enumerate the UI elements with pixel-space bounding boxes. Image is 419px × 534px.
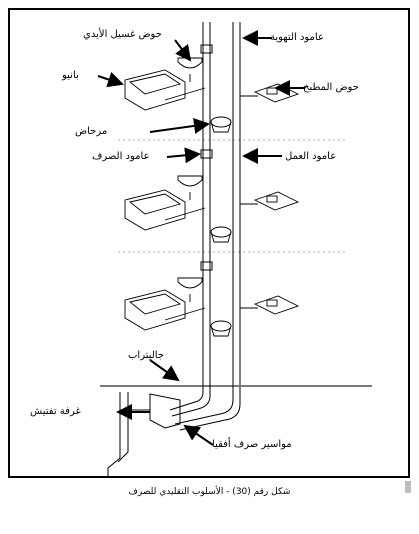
handwash-floor-1	[177, 57, 203, 82]
toilet-floor-1	[210, 116, 232, 133]
handwash-floor-3	[177, 277, 203, 302]
label-handwash-basin: حوض غسيل الأيدي	[83, 29, 162, 40]
ground-drainage	[100, 372, 372, 478]
figure-caption: شكل رقم (30) - الأسلوب التقليدي للصرف	[128, 487, 291, 497]
gully-trap-box	[149, 393, 181, 429]
kitchen-sink-floor-1	[240, 83, 300, 103]
label-drain-stack: عامود الصرف	[92, 151, 150, 162]
label-soil-stack: عامود العمل	[285, 151, 337, 162]
kitchen-sink-floor-3	[240, 295, 300, 315]
label-gully-trap: جاليتراب	[128, 350, 165, 361]
bathtub-floor-2	[124, 189, 206, 231]
page-corner-mark	[405, 481, 411, 493]
bathtub-floor-1	[124, 69, 206, 111]
inspection-chamber-pipe	[107, 392, 121, 478]
label-inspection-chamber: غرفة تفتيش	[30, 406, 81, 417]
bathtub-floor-3	[124, 289, 206, 331]
toilet-floor-2	[210, 226, 232, 243]
vertical-stacks	[200, 22, 241, 388]
kitchen-sink-floor-2	[240, 191, 300, 211]
label-underground-pipes: مواسير صرف أفقيا	[212, 439, 292, 450]
handwash-floor-2	[177, 175, 203, 200]
label-arrows	[97, 30, 305, 446]
label-kitchen-sink: حوض المطبخ	[303, 82, 359, 93]
label-vent-stack: عامود التهوية	[270, 32, 324, 43]
label-toilet: مرحاض	[75, 126, 108, 137]
toilet-floor-3	[210, 320, 232, 337]
fixtures	[124, 57, 300, 337]
figure-frame	[8, 8, 410, 478]
label-bathtub: بانيو	[62, 70, 79, 81]
